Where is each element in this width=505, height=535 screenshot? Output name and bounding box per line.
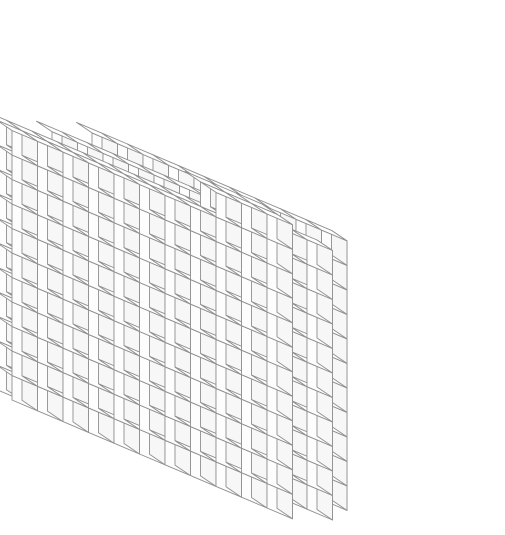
cube-stack xyxy=(0,110,347,521)
